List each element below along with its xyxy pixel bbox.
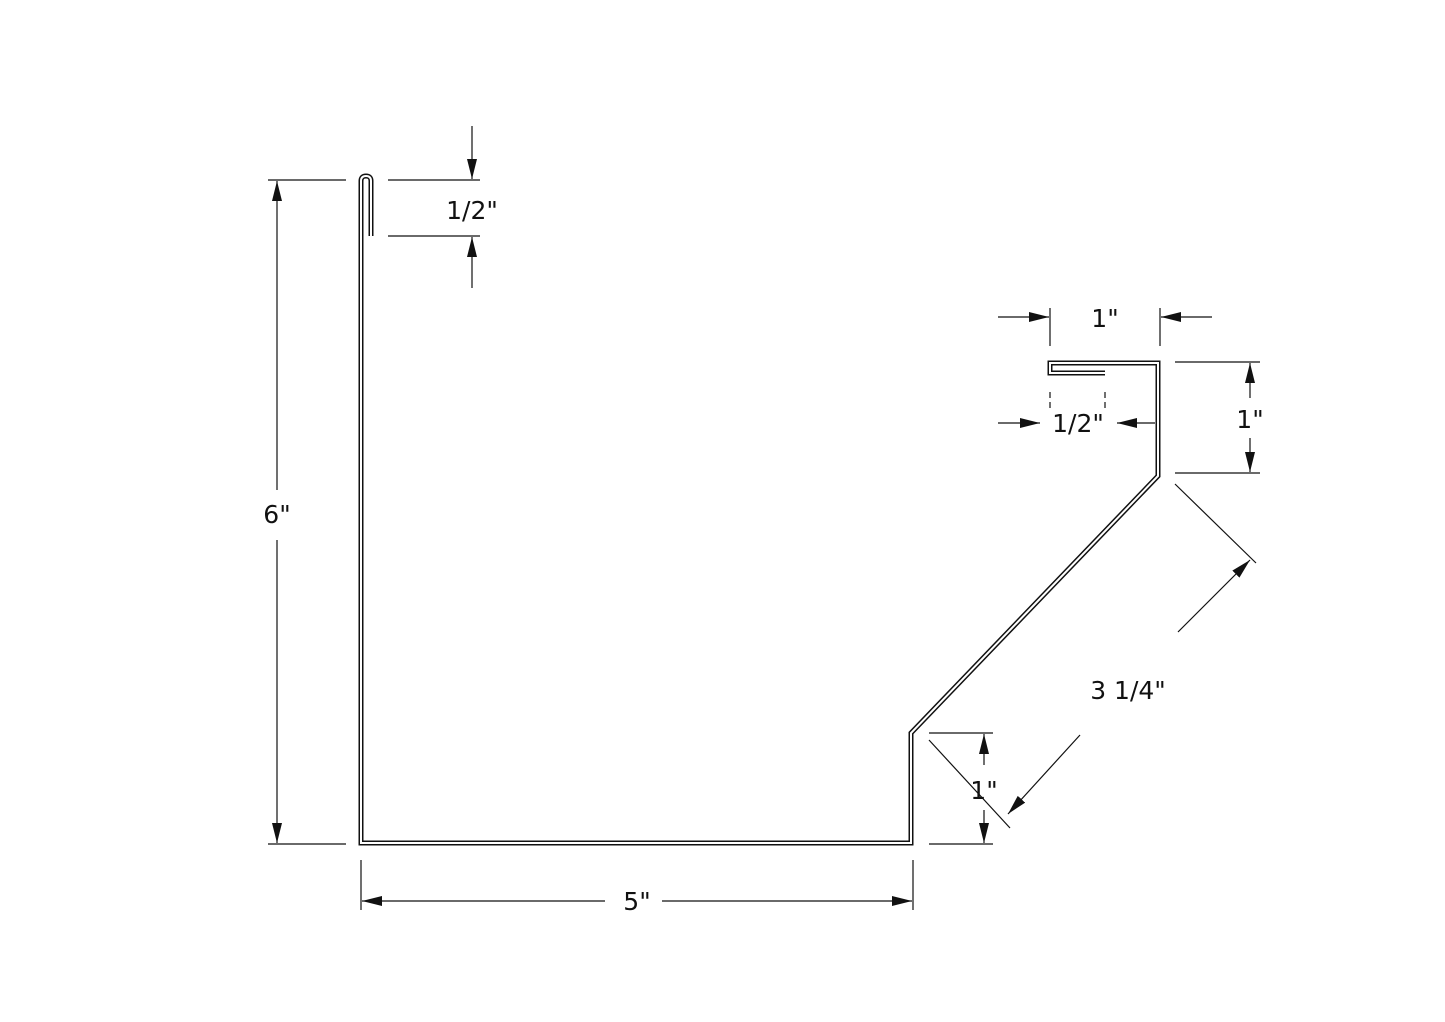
dimension-slope-length: 3 1/4" bbox=[928, 483, 1257, 829]
top-hem-label: 1/2" bbox=[1052, 409, 1104, 438]
dimension-top-lip-width: 1" bbox=[998, 304, 1212, 346]
dimension-top-front-height: 1" bbox=[1175, 361, 1264, 474]
dimension-back-hem: 1/2" bbox=[388, 126, 498, 288]
gutter-profile bbox=[358, 173, 1161, 846]
back-hem-label: 1/2" bbox=[446, 196, 498, 225]
slope-length-label: 3 1/4" bbox=[1090, 676, 1166, 705]
profile-outline bbox=[358, 173, 1161, 846]
total-height-label: 6" bbox=[263, 500, 290, 529]
dimension-bottom-width: 5" bbox=[360, 860, 914, 916]
profile-inner-line bbox=[360, 174, 1159, 844]
bottom-width-label: 5" bbox=[623, 887, 650, 916]
dimension-total-height: 6" bbox=[263, 179, 346, 845]
bottom-front-rise-label: 1" bbox=[970, 776, 997, 805]
top-lip-width-label: 1" bbox=[1091, 304, 1118, 333]
top-front-height-label: 1" bbox=[1236, 405, 1263, 434]
dimension-bottom-front-rise: 1" bbox=[929, 732, 998, 845]
dimension-top-hem: 1/2" bbox=[998, 392, 1155, 438]
